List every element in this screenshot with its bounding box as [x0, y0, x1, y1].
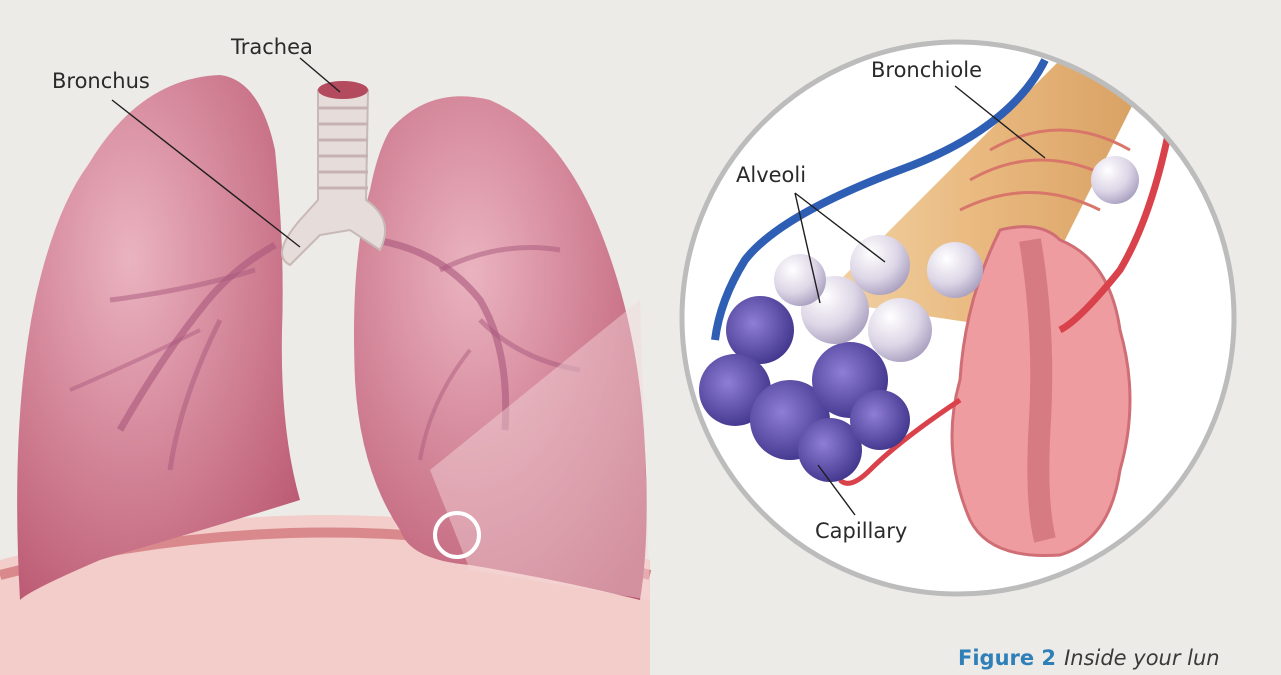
alveoli-label: Alveoli: [736, 163, 806, 187]
capillary-label: Capillary: [815, 519, 907, 543]
caption-text: Inside your lun: [1064, 646, 1220, 670]
trachea-label: Trachea: [230, 35, 313, 59]
figure-number: Figure 2: [958, 646, 1056, 670]
bronchus-label: Bronchus: [52, 69, 150, 93]
bronchiole-label: Bronchiole: [871, 58, 982, 82]
zoom-inset: [682, 42, 1234, 594]
figure-caption: Figure 2 Inside your lun: [958, 646, 1220, 670]
